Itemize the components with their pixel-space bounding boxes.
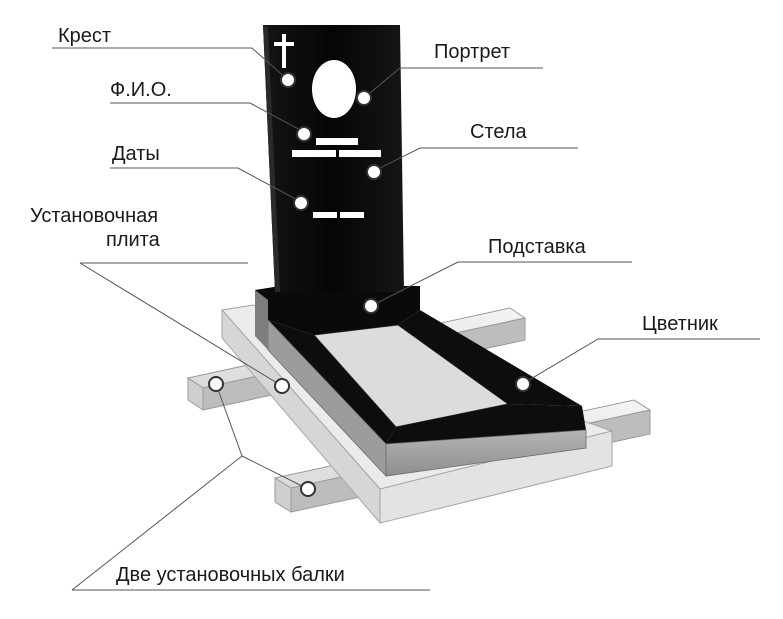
label-stele: Стела	[470, 121, 528, 143]
dot-plate	[274, 378, 290, 394]
label-beams: Две установочных балки	[116, 564, 345, 586]
label-plate-line2: плита	[106, 229, 161, 251]
stand	[255, 286, 420, 350]
label-fio: Ф.И.О.	[110, 79, 172, 101]
flowerbed	[267, 310, 587, 478]
dot-beam-back	[208, 376, 224, 392]
dot-stand	[363, 298, 379, 314]
dot-portrait	[356, 90, 372, 106]
label-plate-line1: Установочная	[30, 205, 158, 227]
label-cross: Крест	[58, 25, 111, 47]
dot-cross	[280, 72, 296, 88]
cross-symbol	[274, 34, 294, 68]
leader-lines	[52, 47, 760, 591]
dot-beam-front	[300, 481, 316, 497]
fio-plaques	[292, 138, 381, 157]
callout-dots	[208, 72, 531, 497]
dot-stele	[366, 164, 382, 180]
dot-dates	[293, 195, 309, 211]
dot-fio	[296, 126, 312, 142]
portrait-oval	[312, 60, 356, 118]
label-flowerbed: Цветник	[642, 313, 718, 335]
label-dates: Даты	[112, 143, 160, 165]
label-stand: Подставка	[488, 236, 587, 258]
label-portrait: Портрет	[434, 41, 510, 63]
dates-plaques	[313, 212, 364, 218]
dot-flowerbed	[515, 376, 531, 392]
